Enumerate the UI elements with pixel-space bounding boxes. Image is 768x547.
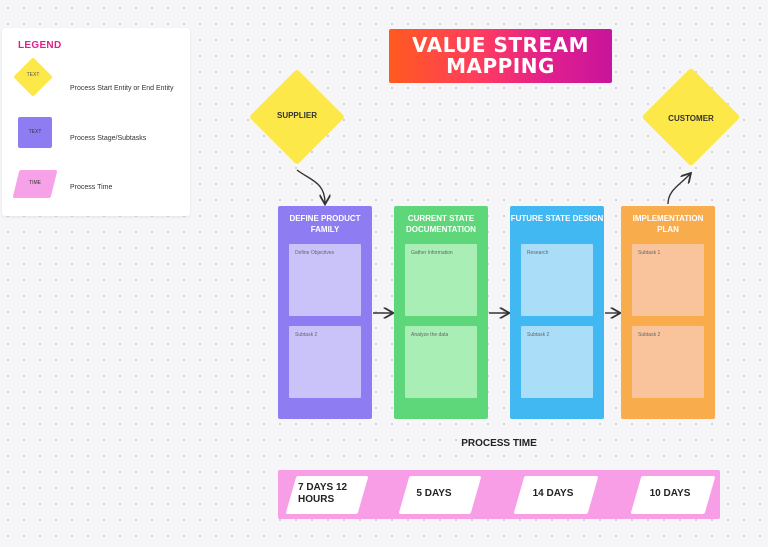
legend-diamond-text: TEXT [26,72,40,78]
time-value: 5 DAYS [416,488,452,499]
legend-desc-stage: Process Stage/Subtasks [70,135,147,142]
legend-panel: LEGEND TEXT Process Start Entity or End … [2,28,190,216]
legend-desc-start-end: Process Start Entity or End Entity [70,85,174,92]
title-banner: VALUE STREAM MAPPING [389,29,612,83]
time-value: 7 DAYS 12 HOURS [298,482,348,505]
stage-title-implementation-plan: IMPLEMENTATION PLAN [632,214,704,234]
time-value: 10 DAYS [649,488,691,499]
legend-time-text: TIME [29,180,41,186]
supplier-arrow [296,169,325,203]
legend-square-text: TEXT [28,129,42,135]
sticky-note[interactable]: Subtask 2 [632,326,704,398]
time-value: 14 DAYS [532,488,574,499]
legend-desc-time: Process Time [70,184,113,191]
customer-label: CUSTOMER [668,114,714,123]
sticky-note[interactable]: Subtask 2 [521,326,593,398]
page-title: VALUE STREAM MAPPING [412,33,589,78]
stage-title-define-product-family: DEFINE PRODUCT FAMILY [289,214,361,234]
sticky-note[interactable]: Subtask 1 [632,244,704,316]
sticky-note[interactable]: Gather Information [405,244,477,316]
process-time-label: PROCESS TIME [461,438,537,449]
supplier-label: SUPPLIER [276,111,317,120]
legend-square-shape [18,117,52,148]
sticky-note[interactable]: Analyze the data [405,326,477,398]
customer-arrow [667,174,690,205]
sticky-note[interactable]: Research [521,244,593,316]
sticky-note[interactable]: Subtask 2 [289,326,361,398]
stage-title-current-state-documentation: CURRENT STATE DOCUMENTATION [406,214,476,234]
sticky-note[interactable]: Define Objectives [289,244,361,316]
stage-title-future-state-design: FUTURE STATE DESIGN [510,214,604,223]
legend-title: LEGEND [18,40,62,51]
